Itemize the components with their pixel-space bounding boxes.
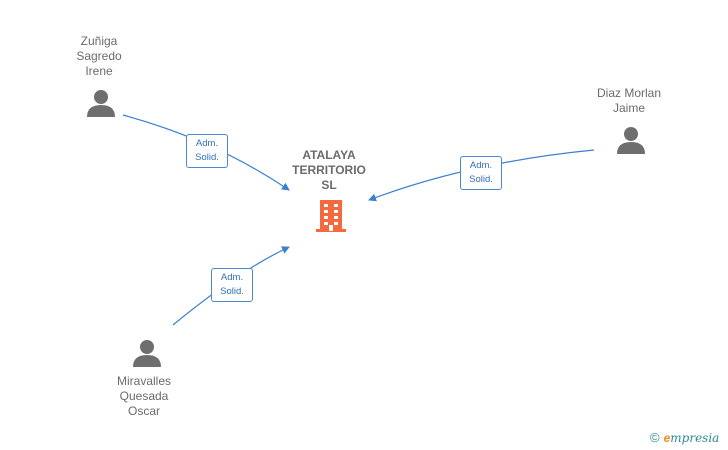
- person-icon[interactable]: [131, 338, 163, 368]
- role-label-zuniga[interactable]: Adm. Solid.: [186, 134, 228, 168]
- role-label-line: Adm.: [220, 272, 244, 283]
- person-name-line: Sagredo: [76, 49, 122, 63]
- person-name-diaz[interactable]: Diaz Morlan Jaime: [574, 86, 684, 116]
- role-label-line: Adm.: [469, 160, 493, 171]
- role-label-miravalles[interactable]: Adm. Solid.: [211, 268, 253, 302]
- person-name-zuniga[interactable]: Zuñiga Sagredo Irene: [44, 34, 154, 79]
- role-label-line: Adm.: [195, 138, 219, 149]
- person-name-line: Zuñiga: [80, 34, 118, 48]
- company-name-line: SL: [321, 178, 337, 192]
- person-name-miravalles[interactable]: Miravalles Quesada Oscar: [89, 374, 199, 419]
- person-icon[interactable]: [85, 88, 117, 118]
- company-name-line: ATALAYA: [302, 148, 356, 162]
- brand-footer: ©empresia: [650, 430, 719, 445]
- role-label-line: Solid.: [469, 174, 493, 185]
- person-name-line: Oscar: [127, 404, 160, 418]
- person-name-line: Jaime: [612, 101, 645, 115]
- person-name-line: Irene: [85, 64, 113, 78]
- person-name-line: Miravalles: [116, 374, 171, 388]
- building-icon[interactable]: [314, 198, 348, 234]
- copyright-icon: ©: [650, 430, 660, 445]
- brand-logo-text: mpresia: [670, 431, 720, 445]
- role-label-line: Solid.: [220, 286, 244, 297]
- person-name-line: Quesada: [119, 389, 169, 403]
- company-name-line: TERRITORIO: [292, 163, 366, 177]
- role-label-diaz[interactable]: Adm. Solid.: [460, 156, 502, 190]
- person-icon[interactable]: [615, 125, 647, 155]
- brand-logo-initial: e: [663, 431, 671, 445]
- person-name-line: Diaz Morlan: [596, 86, 662, 100]
- role-label-line: Solid.: [195, 152, 219, 163]
- company-name[interactable]: ATALAYA TERRITORIO SL: [274, 148, 384, 193]
